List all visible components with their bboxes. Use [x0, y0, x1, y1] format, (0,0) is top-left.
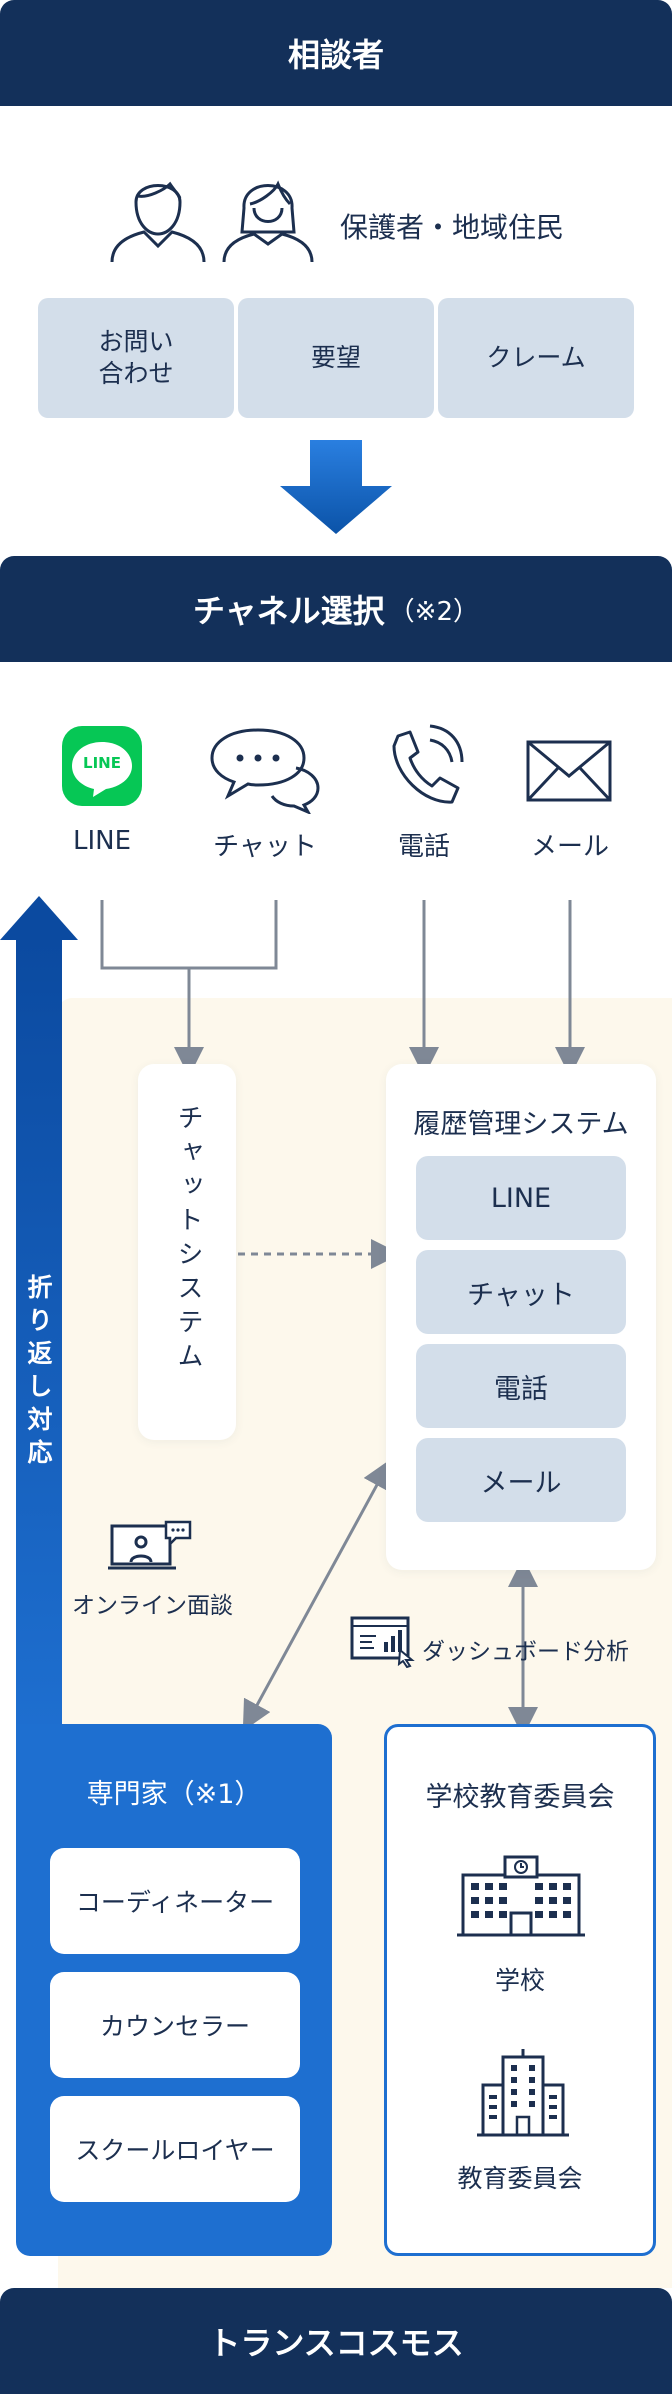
history-item-line-label: LINE — [490, 1182, 552, 1214]
channel-label-mail: メール — [530, 832, 609, 862]
request-complaint-label: クレーム — [486, 342, 586, 372]
request-complaint: クレーム — [438, 298, 634, 418]
expert-school-lawyer-label: スクールロイヤー — [75, 2136, 275, 2165]
dashboard-icon — [350, 1616, 415, 1668]
history-item-phone: 電話 — [416, 1344, 626, 1428]
return-arrow-head — [0, 896, 78, 940]
chat-system-box: チャットシステム — [138, 1064, 236, 1440]
dashboard-label: ダッシュボード分析 — [422, 1639, 629, 1665]
line-logo-text: LINE — [83, 754, 121, 772]
history-item-phone-label: 電話 — [494, 1373, 548, 1405]
return-arrow-shaft — [16, 938, 62, 1738]
expert-coordinator: コーディネーター — [50, 1848, 300, 1954]
history-item-mail: メール — [416, 1438, 626, 1522]
resident-icon — [222, 180, 314, 263]
online-interview-icon — [108, 1520, 192, 1570]
parent-icon — [110, 181, 206, 263]
channel-header-label: チャネル選択 — [192, 592, 385, 630]
history-system-title: 履歴管理システム — [413, 1109, 629, 1140]
connectors — [100, 900, 585, 1737]
mail-icon — [526, 740, 612, 802]
request-demand-label: 要望 — [310, 342, 361, 372]
school-label: 学校 — [494, 1966, 545, 1995]
request-inquiry: お問い 合わせ — [38, 298, 234, 418]
school-board-box: 学校教育委員会 学校 教育委員会 — [384, 1724, 656, 2256]
history-item-chat-label: チャット — [467, 1279, 575, 1311]
footer-bar: トランスコスモス — [0, 2288, 672, 2394]
line-icon: LINE — [62, 726, 142, 806]
chat-bubbles-icon — [210, 728, 320, 814]
expert-school-lawyer: スクールロイヤー — [50, 2096, 300, 2202]
channel-label-line: LINE — [72, 826, 132, 856]
board-label: 教育委員会 — [457, 2164, 583, 2193]
school-board-title: 学校教育委員会 — [425, 1782, 615, 1813]
history-system-box: 履歴管理システム LINE チャット 電話 メール — [386, 1064, 656, 1570]
board-building-icon — [477, 2049, 569, 2137]
channel-header: チャネル選択 （※2） — [0, 556, 672, 662]
expert-coordinator-label: コーディネーター — [75, 1888, 275, 1917]
online-interview-label: オンライン面談 — [72, 1593, 233, 1619]
history-item-mail-label: メール — [480, 1467, 562, 1499]
consultant-header: 相談者 — [0, 0, 672, 106]
channel-label-chat: チャット — [213, 832, 317, 862]
channel-label-phone: 電話 — [397, 832, 450, 862]
request-inquiry-label: お問い 合わせ — [98, 326, 174, 389]
history-item-line: LINE — [416, 1156, 626, 1240]
expert-counselor: カウンセラー — [50, 1972, 300, 2078]
flow-down-arrow — [280, 440, 392, 534]
channel-header-note: （※2） — [388, 596, 479, 627]
chat-system-label: チャットシステム — [173, 1104, 203, 1376]
expert-counselor-label: カウンセラー — [99, 2012, 250, 2041]
people-label: 保護者・地域住民 — [340, 211, 565, 244]
footer-label: トランスコスモス — [208, 2324, 464, 2362]
school-building-icon — [457, 1855, 585, 1937]
consultant-header-label: 相談者 — [287, 36, 384, 74]
return-label: 折り返し対応 — [24, 1274, 53, 1472]
request-demand: 要望 — [238, 298, 434, 418]
history-item-chat: チャット — [416, 1250, 626, 1334]
experts-title: 専門家（※1） — [86, 1779, 262, 1810]
phone-icon — [392, 724, 464, 804]
experts-box: 専門家（※1） コーディネーター カウンセラー スクールロイヤー — [16, 1724, 332, 2256]
